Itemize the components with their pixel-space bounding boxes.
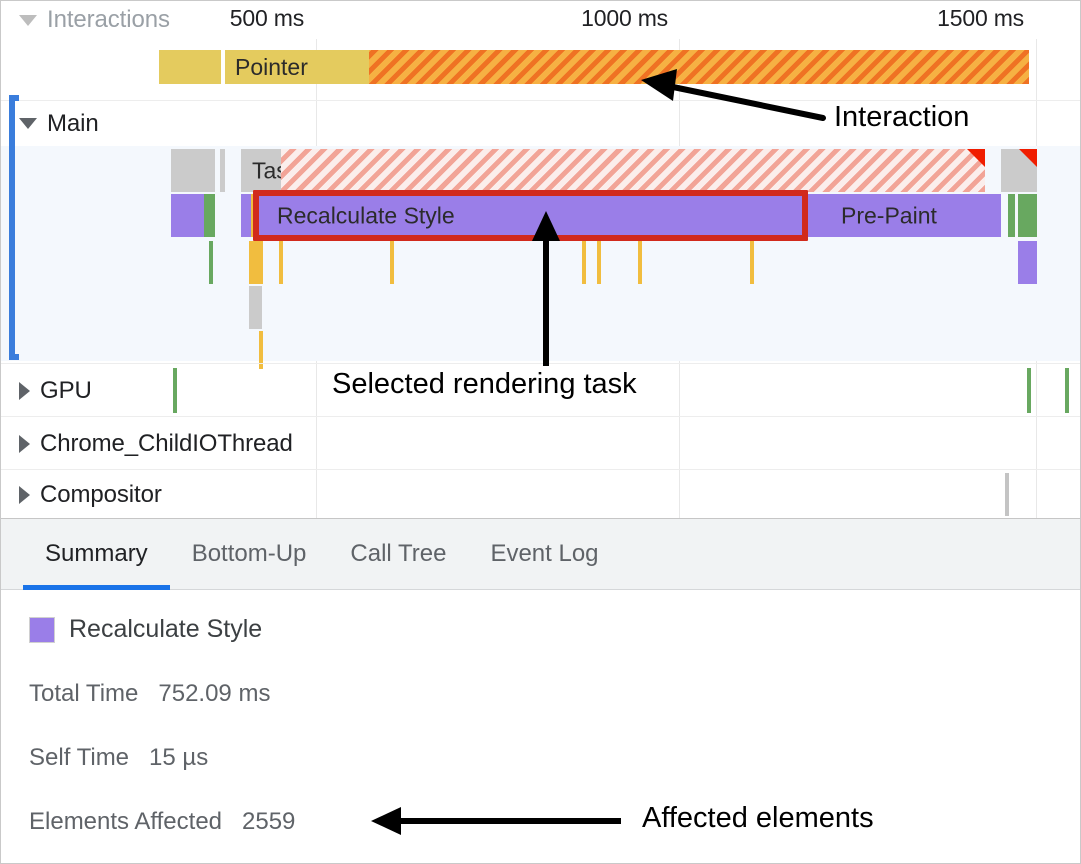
summary-value-elements-affected: 2559 [242,808,296,835]
bar-yellow-8[interactable] [750,241,754,284]
bar-purple-1[interactable] [171,194,204,237]
bar-yellow-2[interactable] [249,241,263,284]
track-marker[interactable] [1065,368,1069,413]
triangle-right-icon[interactable] [19,381,30,400]
track-row-compositor[interactable]: Compositor [1,469,1080,518]
bar-purple-2[interactable] [241,194,251,237]
bar-gray-2[interactable] [249,286,262,329]
triangle-down-icon[interactable] [19,14,37,26]
group-header-compositor[interactable]: Compositor [1,470,1080,518]
group-title-compositor: Compositor [40,480,162,508]
track-row-chrome-child-io-thread[interactable]: Chrome_ChildIOThread [1,416,1080,469]
summary-key-self-time: Self Time [29,744,130,771]
triangle-right-icon[interactable] [19,485,30,504]
summary-event-name: Recalculate Style [69,615,263,643]
bar-yellow-6[interactable] [597,241,601,284]
group-header-interactions[interactable]: Interactions [1,1,216,39]
main-thread-flame-chart[interactable]: Task Recalculate Style Pre-Paint [1,146,1080,369]
bar-yellow-7[interactable] [638,241,642,284]
tab-event-log[interactable]: Event Log [468,519,620,590]
summary-field-self-time: Self Time 15 µs [29,744,208,772]
warning-corner-icon [1019,149,1037,167]
triangle-down-icon[interactable] [19,118,37,129]
ruler-tick-1500: 1500 ms [937,5,1024,31]
tab-bottom-up[interactable]: Bottom-Up [170,519,329,590]
bar-purple-4[interactable] [1018,241,1037,284]
track-row-gpu[interactable]: GPU [1,363,1080,416]
bar-green-tick[interactable] [209,241,213,284]
interaction-pointer-label: Pointer [235,54,308,80]
interaction-pointer[interactable]: Pointer [225,50,369,84]
group-title-main: Main [47,109,99,137]
group-title-gpu: GPU [40,376,92,404]
group-title-chrome-child-io-thread: Chrome_ChildIOThread [40,429,293,457]
tab-summary[interactable]: Summary [23,519,170,590]
tab-call-tree[interactable]: Call Tree [328,519,468,590]
group-header-main[interactable]: Main [1,100,1080,146]
bar-gray-1[interactable] [171,149,215,192]
bar-recalculate-style-label: Recalculate Style [277,202,455,228]
event-color-swatch [29,616,55,643]
summary-panel: Recalculate Style Total Time 752.09 ms S… [1,590,1080,863]
bar-yellow-4[interactable] [390,241,394,284]
interaction-idle-block[interactable] [159,50,221,84]
ruler-tick-500: 500 ms [229,5,304,31]
bar-gray-thin[interactable] [220,149,225,192]
interactions-track[interactable]: Pointer [1,39,1080,93]
group-header-gpu[interactable]: GPU [1,364,1080,417]
bar-green-3[interactable] [1018,194,1037,237]
summary-field-elements-affected: Elements Affected 2559 [29,808,295,836]
tab-call-tree-label: Call Tree [350,540,447,567]
bar-pre-paint[interactable]: Pre-Paint [829,194,1001,237]
summary-title-row: Recalculate Style [29,615,262,644]
summary-value-total-time: 752.09 ms [158,680,271,707]
details-drawer: Summary Bottom-Up Call Tree Event Log Re… [1,518,1080,863]
bar-green-1[interactable] [204,194,215,237]
tab-bottom-up-label: Bottom-Up [191,540,307,567]
warning-corner-icon [967,149,985,167]
bar-pre-paint-label: Pre-Paint [841,202,937,228]
bar-purple-3[interactable] [808,194,829,237]
details-tabbar: Summary Bottom-Up Call Tree Event Log [1,519,1080,590]
tab-event-log-label: Event Log [490,540,599,567]
summary-value-self-time: 15 µs [149,744,209,771]
bar-green-2[interactable] [1008,194,1015,237]
tab-summary-label: Summary [45,540,148,567]
bar-task-long-hatch[interactable] [281,149,985,192]
summary-key-elements-affected: Elements Affected [29,808,223,835]
bar-yellow-5[interactable] [582,241,586,284]
triangle-right-icon[interactable] [19,434,30,453]
interaction-long-hatch[interactable] [369,50,1029,84]
bar-yellow-9[interactable] [259,331,263,369]
track-marker[interactable] [1027,368,1031,413]
bar-task-label: Task [252,157,281,183]
timeline-flame-chart[interactable]: 500 ms 1000 ms 1500 ms Interactions Poin… [1,1,1080,518]
bar-yellow-3[interactable] [279,241,283,284]
summary-key-total-time: Total Time [29,680,139,707]
bar-gray-tail[interactable] [1001,149,1037,192]
bar-recalculate-style[interactable]: Recalculate Style [257,194,808,237]
group-header-chrome-child-io-thread[interactable]: Chrome_ChildIOThread [1,417,1080,470]
ruler-tick-1000: 1000 ms [581,5,668,31]
track-marker[interactable] [1005,473,1009,516]
track-marker[interactable] [173,368,177,413]
group-title-interactions: Interactions [47,6,170,33]
summary-field-total-time: Total Time 752.09 ms [29,680,270,708]
bar-task[interactable]: Task [241,149,281,192]
